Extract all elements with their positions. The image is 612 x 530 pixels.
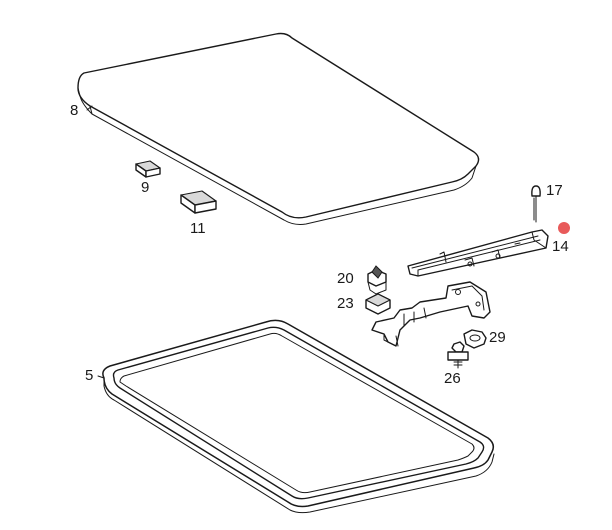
part-23-slider <box>365 293 391 315</box>
callout-20: 20 <box>337 270 354 287</box>
callout-5: 5 <box>85 367 93 384</box>
callout-9: 9 <box>141 179 149 196</box>
callout-17: 17 <box>546 182 563 199</box>
part-17-rivet <box>531 185 541 223</box>
callout-8: 8 <box>70 102 78 119</box>
callout-23: 23 <box>337 295 354 312</box>
part-20-clip <box>367 265 387 295</box>
leader-lines <box>86 105 105 379</box>
part-29-nut <box>463 329 487 349</box>
part-8-glass-panel <box>77 32 480 225</box>
part-5-frame-seal <box>102 319 495 514</box>
callout-26: 26 <box>444 370 461 387</box>
callout-14: 14 <box>552 238 569 255</box>
part-9-pad <box>135 160 161 178</box>
callout-11: 11 <box>190 220 206 237</box>
part-26-bolt <box>447 341 469 369</box>
part-11-block <box>180 190 217 214</box>
bracket-mechanism <box>371 281 491 347</box>
callout-29: 29 <box>489 329 506 346</box>
red-marker-dot <box>558 222 570 234</box>
part-14-guide-rail <box>407 229 549 277</box>
